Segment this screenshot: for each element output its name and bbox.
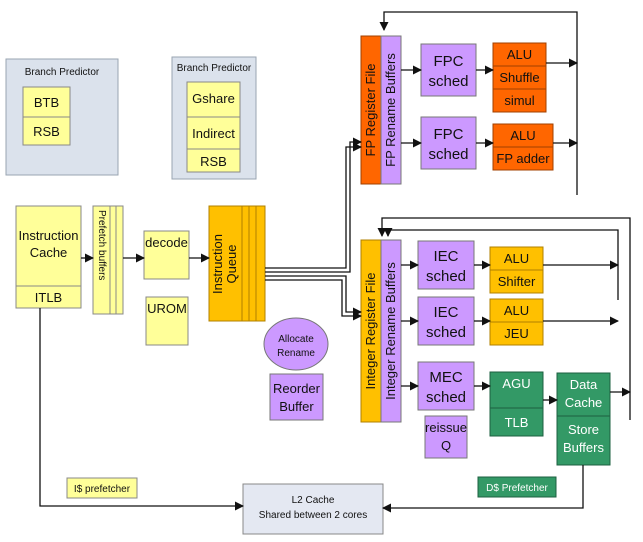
bus-iq-int-2 bbox=[265, 279, 362, 321]
decode-label: decode bbox=[145, 235, 188, 250]
branch-predictor-2-title: Branch Predictor bbox=[177, 63, 252, 74]
bus-iq-fp-2 bbox=[265, 137, 362, 273]
btb-label: BTB bbox=[34, 95, 59, 110]
arrow-store-l2 bbox=[382, 465, 584, 513]
indirect-label: Indirect bbox=[192, 126, 235, 141]
icache-label-2: Cache bbox=[30, 245, 68, 260]
iec-sched-2: IEC sched bbox=[417, 296, 475, 346]
instruction-cache: Instruction Cache ITLB bbox=[15, 205, 82, 309]
urom-label: UROM bbox=[147, 301, 187, 316]
i-prefetcher: I$ prefetcher bbox=[66, 477, 138, 499]
mec-sched-label-1: MEC bbox=[429, 369, 463, 386]
data-cache-unit: Data Cache Store Buffers bbox=[556, 372, 611, 466]
branch-predictor-2: Branch Predictor Gshare Indirect RSB bbox=[171, 56, 257, 180]
fp-rename-label: FP Rename Buffers bbox=[383, 53, 398, 167]
rob-label-1: Reorder bbox=[273, 381, 321, 396]
arrow-icache-l2 bbox=[39, 308, 244, 511]
itlb-label: ITLB bbox=[35, 290, 62, 305]
allocate-label: Allocate bbox=[278, 334, 314, 345]
int-alu1-label: ALU bbox=[504, 251, 529, 266]
branch-predictor-1: Branch Predictor BTB RSB bbox=[5, 58, 119, 176]
iec-sched-1: IEC sched bbox=[417, 240, 475, 290]
fpc-sched-2-label-1: FPC bbox=[434, 126, 464, 143]
int-alu2-label: ALU bbox=[504, 303, 529, 318]
prefetch-buffers-label: Prefetch buffers bbox=[96, 210, 107, 280]
fp-alu-unit-1: ALU Shuffle simul bbox=[492, 42, 547, 113]
decode-box: decode bbox=[143, 230, 190, 280]
fpc-sched-2-label-2: sched bbox=[428, 146, 468, 163]
icache-label-1: Instruction bbox=[19, 228, 79, 243]
store-buffers-label-2: Buffers bbox=[563, 440, 604, 455]
iec-sched-2-label-2: sched bbox=[426, 324, 466, 341]
i-prefetcher-label: I$ prefetcher bbox=[74, 484, 131, 495]
fp-alu-unit-2: ALU FP adder bbox=[492, 123, 554, 171]
int-reg-file-label: Integer Register File bbox=[363, 272, 378, 389]
agu-tlb-unit: AGU TLB bbox=[489, 371, 544, 437]
fpc-sched-2: FPC sched bbox=[420, 116, 477, 170]
store-buffers-label-1: Store bbox=[568, 422, 599, 437]
mec-sched-label-2: sched bbox=[426, 389, 466, 406]
d-prefetcher-label: D$ Prefetcher bbox=[486, 483, 548, 494]
reissue-queue: reissue Q bbox=[424, 415, 468, 459]
reorder-buffer: Reorder Buffer bbox=[269, 373, 324, 421]
shifter-label: Shifter bbox=[498, 274, 536, 289]
bus-iq-int-1 bbox=[265, 275, 362, 317]
d-prefetcher: D$ Prefetcher bbox=[477, 476, 557, 498]
iec-sched-1-label-2: sched bbox=[426, 268, 466, 285]
reissue-label-2: Q bbox=[441, 438, 451, 453]
fpc-sched-1-label-2: sched bbox=[428, 73, 468, 90]
fp-reg-file-label: FP Register File bbox=[363, 64, 378, 157]
jeu-label: JEU bbox=[504, 326, 529, 341]
prefetch-buffers: Prefetch buffers bbox=[92, 205, 124, 315]
gshare-label: Gshare bbox=[192, 91, 235, 106]
iec-sched-2-label-1: IEC bbox=[433, 304, 458, 321]
connectors bbox=[39, 11, 631, 513]
dcache-label-1: Data bbox=[570, 377, 598, 392]
rsb-label-2: RSB bbox=[200, 154, 227, 169]
simul-label: simul bbox=[504, 93, 534, 108]
l2-cache-label-2: Shared between 2 cores bbox=[259, 510, 367, 521]
fp-alu1-label: ALU bbox=[507, 47, 532, 62]
iec-sched-1-label-1: IEC bbox=[433, 248, 458, 265]
rename-label: Rename bbox=[277, 348, 315, 359]
rsb-label-1: RSB bbox=[33, 124, 60, 139]
fp-alu2-label: ALU bbox=[510, 128, 535, 143]
l2-cache: L2 Cache Shared between 2 cores bbox=[242, 483, 384, 535]
bus-iq-fp-1 bbox=[265, 142, 362, 269]
branch-predictor-1-title: Branch Predictor bbox=[25, 67, 100, 78]
urom-box: UROM bbox=[145, 296, 189, 346]
int-alu-unit-1: ALU Shifter bbox=[489, 246, 544, 294]
int-writeback-bus-outer bbox=[377, 217, 631, 420]
rob-label-2: Buffer bbox=[279, 399, 314, 414]
iq-label-2: Queue bbox=[224, 244, 239, 283]
fp-rename-buffers: FP Rename Buffers bbox=[380, 35, 402, 185]
reissue-label-1: reissue bbox=[425, 420, 467, 435]
fp-register-file: FP Register File bbox=[360, 35, 382, 185]
integer-rename-buffers: Integer Rename Buffers bbox=[380, 239, 402, 423]
int-rename-label: Integer Rename Buffers bbox=[383, 262, 398, 400]
integer-register-file: Integer Register File bbox=[360, 239, 382, 423]
allocate-rename: Allocate Rename bbox=[263, 317, 329, 371]
shuffle-label: Shuffle bbox=[499, 70, 539, 85]
mec-sched: MEC sched bbox=[417, 361, 475, 411]
iq-label-1: Instruction bbox=[210, 234, 225, 294]
fpc-sched-1-label-1: FPC bbox=[434, 53, 464, 70]
dcache-label-2: Cache bbox=[565, 395, 603, 410]
int-alu-unit-2: ALU JEU bbox=[489, 298, 544, 346]
fpc-sched-1: FPC sched bbox=[420, 43, 477, 97]
fp-adder-label: FP adder bbox=[496, 151, 550, 166]
tlb-label: TLB bbox=[505, 415, 529, 430]
instruction-queue: Instruction Queue bbox=[208, 205, 266, 322]
agu-label: AGU bbox=[502, 376, 530, 391]
l2-cache-label-1: L2 Cache bbox=[292, 495, 335, 506]
fp-writeback-bus bbox=[379, 11, 578, 195]
int-writeback-bus-inner bbox=[383, 228, 619, 300]
